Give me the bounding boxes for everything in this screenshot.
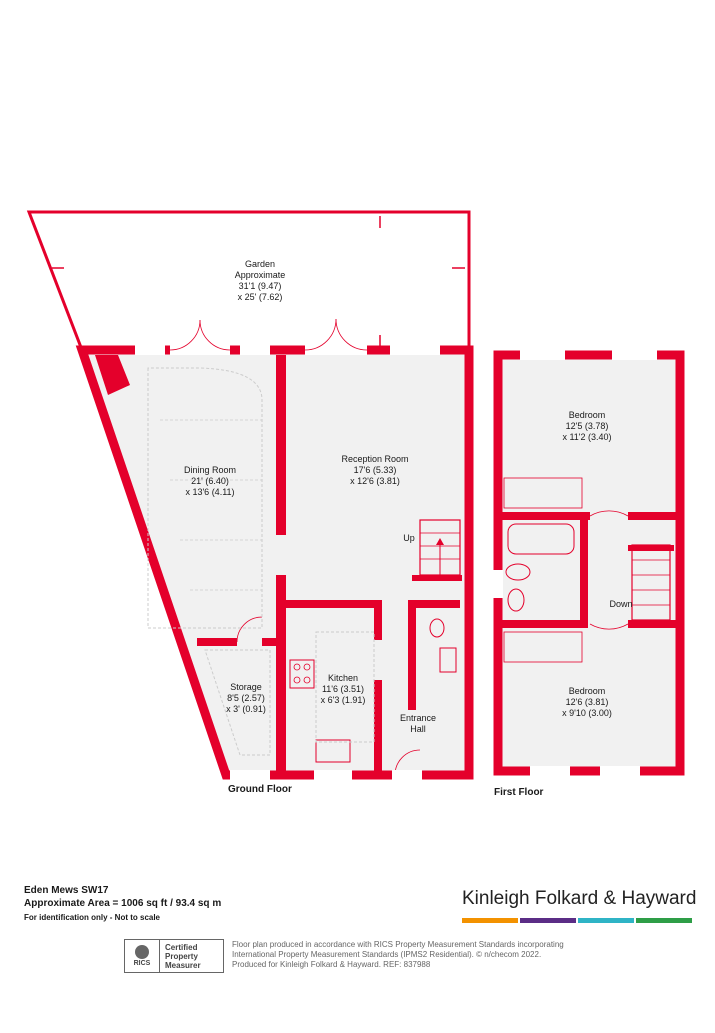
bedroom1-dim2: x 11'2 (3.40) [562, 432, 612, 442]
wardrobe-top [503, 477, 583, 509]
dining-name: Dining Room [183, 465, 237, 475]
garden-name: Garden [244, 259, 276, 269]
kitchen-dim1: 11'6 (3.51) [321, 684, 365, 694]
wc-wall [408, 600, 416, 710]
reception-french-doors [305, 345, 367, 355]
brand-bar-green [636, 918, 692, 923]
rics-line2: International Property Measurement Stand… [232, 950, 542, 959]
rics-logo-text: RICS [133, 960, 151, 967]
stairs-up-label: Up [397, 533, 421, 544]
brand-name: Kinleigh Folkard & Hayward [462, 888, 697, 909]
storage-dim2: x 3' (0.91) [226, 704, 266, 714]
dining-dashed-outline [147, 367, 263, 629]
first-floor-plan [493, 350, 685, 776]
rics-logo-icon: RICS [125, 940, 160, 972]
basin-icon [507, 588, 525, 612]
rics-line1: Floor plan produced in accordance with R… [232, 940, 564, 949]
bedroom1-name: Bedroom [568, 410, 606, 420]
reception-label: Reception Room 17'6 (5.33) x 12'6 (3.81) [320, 454, 430, 487]
entrance-label: Entrance Hall [390, 713, 446, 735]
wc-toilet [429, 618, 445, 638]
storage-dim1: 8'5 (2.57) [227, 693, 265, 703]
bedroom2-label: Bedroom 12'6 (3.81) x 9'10 (3.00) [542, 686, 632, 719]
rics-badge-text: Certified Property Measurer [160, 943, 201, 970]
rics-badge: RICS Certified Property Measurer [124, 939, 224, 973]
rics-statement: Floor plan produced in accordance with R… [232, 940, 564, 970]
garden-dim1: 31'1 (9.47) [238, 281, 282, 291]
first-floor-title: First Floor [494, 787, 544, 798]
sink-icon [315, 739, 351, 763]
bathroom-wall [580, 520, 588, 620]
garden-sub: Approximate [234, 270, 286, 280]
bath-icon [507, 523, 575, 555]
kitchen-dim2: x 6'3 (1.91) [320, 695, 366, 705]
storage-wall [197, 638, 237, 646]
toilet-icon [505, 563, 531, 581]
bedroom2-name: Bedroom [568, 686, 606, 696]
entrance-name2: Hall [410, 724, 426, 734]
stairs-up-text: Up [403, 533, 415, 543]
dining-dim1: 21' (6.40) [191, 476, 229, 486]
storage-label: Storage 8'5 (2.57) x 3' (0.91) [216, 682, 276, 715]
garden-label: Garden Approximate 31'1 (9.47) x 25' (7.… [200, 259, 320, 303]
storage-name: Storage [230, 682, 262, 692]
rics-badge-line1: Certified [165, 942, 198, 952]
rics-line3: Produced for Kinleigh Folkard & Hayward.… [232, 960, 431, 969]
kitchen-name: Kitchen [327, 673, 359, 683]
dining-reception-wall [276, 355, 286, 535]
wardrobe-bottom [503, 631, 583, 663]
brand-bar-cyan [578, 918, 634, 923]
kitchen-label: Kitchen 11'6 (3.51) x 6'3 (1.91) [303, 673, 383, 706]
reception-name: Reception Room [341, 454, 409, 464]
dining-french-doors [170, 345, 230, 355]
rics-badge-line3: Measurer [165, 960, 201, 970]
first-outer-wall [493, 350, 685, 776]
entrance-name1: Entrance [399, 713, 437, 723]
brand-bar-orange [462, 918, 518, 923]
wc-basin [439, 647, 457, 673]
ground-floor-title: Ground Floor [228, 784, 292, 795]
bedroom2-dim2: x 9'10 (3.00) [562, 708, 612, 718]
bedroom1-label: Bedroom 12'5 (3.78) x 11'2 (3.40) [542, 410, 632, 443]
stairs-down-label: Down [603, 599, 639, 610]
garden-dim2: x 25' (7.62) [237, 292, 283, 302]
kitchen-wall [286, 600, 382, 608]
bedroom1-dim1: 12'5 (3.78) [565, 421, 609, 431]
dining-dim2: x 13'6 (4.11) [185, 487, 235, 497]
hob-icon [289, 659, 315, 689]
property-address: Eden Mews SW17 [24, 885, 109, 896]
identification-note: For identification only - Not to scale [24, 913, 161, 922]
property-area: Approximate Area = 1006 sq ft / 93.4 sq … [24, 898, 222, 909]
bedroom2-dim1: 12'6 (3.81) [565, 697, 609, 707]
ground-floor-plan [75, 318, 474, 780]
rics-badge-line2: Property [165, 951, 198, 961]
reception-dim1: 17'6 (5.33) [353, 465, 397, 475]
bedroom2-wall [628, 620, 678, 628]
stairs-down-text: Down [609, 599, 633, 609]
bedroom1-wall [502, 512, 590, 520]
brand-bar-purple [520, 918, 576, 923]
reception-dim2: x 12'6 (3.81) [350, 476, 400, 486]
dining-label: Dining Room 21' (6.40) x 13'6 (4.11) [160, 465, 260, 498]
